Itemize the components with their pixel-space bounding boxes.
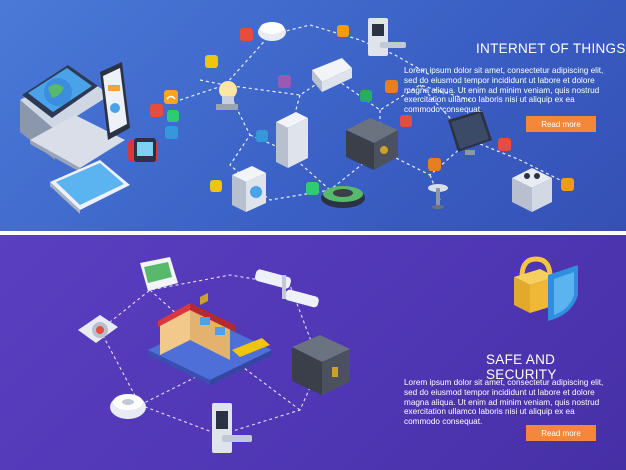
lightbulb-icon <box>205 55 218 68</box>
settings-icon <box>278 75 291 88</box>
app-icons <box>150 25 574 195</box>
safe-icon <box>292 335 350 395</box>
drop-icon <box>428 158 441 171</box>
lightning-icon <box>561 178 574 191</box>
banner-description: Lorem ipsum dolor sit amet, consectetur … <box>404 66 604 115</box>
banner-description: Lorem ipsum dolor sit amet, consectetur … <box>404 378 604 427</box>
door-lock-icon <box>212 403 252 453</box>
iot-illustration <box>20 18 574 214</box>
smart-house-icon <box>148 293 272 385</box>
thermostat-panel-icon <box>140 257 178 291</box>
banner-title: SAFE AND SECURITY <box>486 352 557 382</box>
cctv-camera-icon <box>254 269 319 308</box>
camera-icon <box>240 28 253 41</box>
air-conditioner-icon <box>312 58 352 92</box>
smoke-detector-icon <box>258 22 286 41</box>
sun-icon <box>210 180 222 192</box>
chat-icon <box>167 110 179 122</box>
snow-icon <box>256 130 268 142</box>
doc-icon <box>337 25 349 37</box>
laptop-icon <box>20 65 125 172</box>
stove-icon <box>512 168 552 212</box>
motion-sensor-icon <box>78 315 118 343</box>
tv-icon <box>448 110 492 155</box>
security-banner: SAFE AND SECURITY Lorem ipsum dolor sit … <box>0 235 626 470</box>
recycle-icon <box>306 182 319 195</box>
door-lock-icon <box>368 18 406 56</box>
lightbulb-icon <box>216 81 238 110</box>
alarm-icon <box>400 115 412 127</box>
heart-icon <box>150 104 163 117</box>
smartwatch-icon <box>128 138 158 162</box>
security-illustration <box>78 256 578 453</box>
smoke-detector-icon <box>110 394 146 419</box>
refrigerator-icon <box>276 112 308 168</box>
read-more-button[interactable]: Read more <box>526 425 596 441</box>
safe-icon <box>346 118 398 170</box>
shield-icon <box>548 265 578 321</box>
fire-icon <box>385 80 398 93</box>
globe-icon <box>165 126 178 139</box>
star-icon <box>498 138 511 151</box>
robot-vacuum-icon <box>321 186 365 208</box>
washing-machine-icon <box>232 166 266 212</box>
banner-title: INTERNET OF THINGS <box>476 41 626 56</box>
iot-banner: INTERNET OF THINGS Lorem ipsum dolor sit… <box>0 0 626 231</box>
lamp-icon <box>428 184 448 209</box>
read-more-button[interactable]: Read more <box>526 116 596 132</box>
plant-icon <box>360 90 372 102</box>
smartphone-icon <box>100 62 130 140</box>
tablet-icon <box>50 160 130 214</box>
